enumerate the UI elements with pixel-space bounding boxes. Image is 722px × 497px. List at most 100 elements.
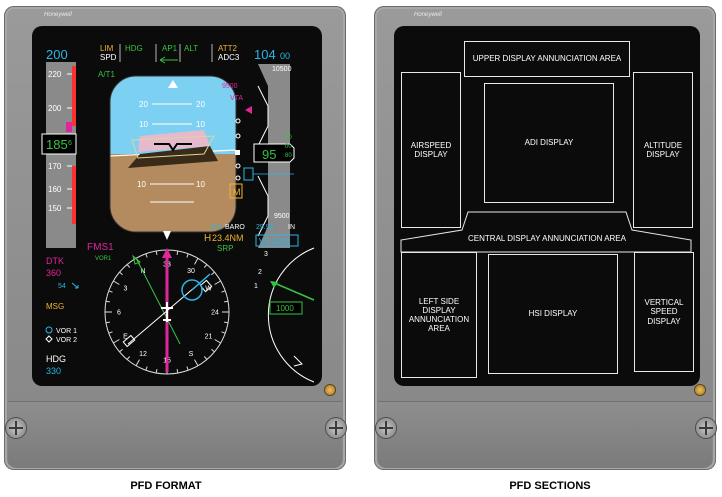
altitude-selected: 104 (254, 47, 276, 62)
pitch-label-up-10-right: 10 (196, 120, 205, 129)
fma-vertical: ALT (184, 44, 198, 53)
central-display-annunciation-area: CENTRAL DISPLAY ANNUNCIATION AREA (468, 234, 626, 244)
vs-scale-top: 3 (264, 251, 268, 258)
bezel-bottom-strip (8, 401, 342, 468)
airspeed-selected: 200 (46, 47, 68, 62)
vor2-legend-icon (45, 335, 53, 343)
hsi-compass: 3330W2421S1512E63N (104, 231, 230, 375)
fma-adc: ADC3 (218, 53, 240, 62)
compass-label: E (123, 334, 128, 341)
compass-tick (145, 366, 148, 371)
vor1-legend-icon (45, 326, 53, 334)
legend-vor2: VOR 2 (56, 337, 77, 344)
pfd-sections-bezel: Honeywell UPPER DISPLAY ANNUNCIATION ARE… (374, 6, 716, 470)
vertical-speed-indicator: 3 2 1 1000 (254, 247, 315, 383)
attitude-indicator: 20 10 10 20 10 10 9500 VTA M (109, 75, 252, 233)
hsi-aircraft-icon (161, 302, 173, 322)
airspeed-tick-220: 220 (48, 70, 62, 79)
screw-icon (696, 418, 716, 438)
compass-tick (194, 258, 199, 265)
compass-tick (221, 331, 226, 334)
hsi-display-area: HSI DISPLAY (488, 254, 618, 374)
screw-icon (326, 418, 346, 438)
compass-label: 3 (123, 286, 127, 293)
dme-prefix: H (204, 233, 211, 244)
compass-tick (113, 339, 120, 344)
compass-tick (126, 356, 131, 360)
lubber-line (163, 231, 171, 240)
altitude-tape: 10500 9500 95 20 00 80 (243, 64, 295, 248)
vor1-needle-icon (181, 279, 203, 301)
altitude-readout-box (253, 143, 295, 163)
dtk-value: 360 (46, 268, 61, 278)
compass-tick (224, 321, 229, 324)
baro-unit: IN (288, 224, 295, 231)
adi-display-area: ADI DISPLAY (484, 83, 614, 203)
vs-readout: 1000 (276, 304, 294, 313)
airspeed-tape: 220 200 170 160 150 185 6 (41, 62, 77, 248)
upper-display-annunciation-area: UPPER DISPLAY ANNUNCIATION AREA (464, 41, 630, 77)
fma-autothrottle: A/T1 (98, 70, 115, 79)
compass-tick (119, 271, 123, 276)
altitude-tape-top: 10500 (272, 66, 292, 73)
brand-label: Honeywell (44, 12, 72, 18)
compass-label: 24 (211, 310, 219, 317)
aircraft-symbol (154, 143, 192, 152)
flight-mode-annunciator: LIM SPD HDG AP1 ALT ATT2 ADC3 A/T1 (98, 44, 240, 79)
hdg-label: HDG (46, 354, 66, 364)
pitch-label-down-10-right: 10 (196, 180, 205, 189)
baro-label: BARO (225, 224, 245, 231)
compass-tick (186, 253, 189, 258)
pitch-label-up-20: 20 (139, 100, 148, 109)
adi-ground (110, 154, 236, 232)
legend-vor1: VOR 1 (56, 328, 77, 335)
dme-value: 23.4NM (212, 233, 244, 243)
compass-label: 12 (139, 351, 147, 358)
pfd-graphic: 220 200 170 160 150 185 6 200 LIM SPD HD… (41, 44, 315, 383)
msg-label: MSG (46, 302, 64, 311)
compass-label: S (189, 351, 194, 358)
compass-tick (221, 290, 226, 293)
compass-tick (211, 348, 215, 353)
compass-tick (119, 348, 123, 353)
altitude-digit-3: 80 (285, 153, 292, 159)
vs-preselect-box (255, 234, 299, 247)
altitude-digit-2: 00 (285, 144, 292, 150)
pitch-label-up-10: 10 (139, 120, 148, 129)
compass-tick (214, 339, 221, 344)
compass-tick (224, 300, 229, 303)
vs-scale-1: 1 (254, 283, 258, 290)
vs-needle-icon (270, 281, 278, 288)
compass-tick (211, 271, 215, 276)
brand-label: Honeywell (414, 12, 442, 18)
screw-icon (6, 418, 26, 438)
wind-value: 54 (58, 283, 66, 290)
vs-value: 1000 (272, 237, 290, 246)
compass-label: 6 (117, 310, 121, 317)
airspeed-trend: 6 (68, 140, 72, 147)
compass-tick (176, 369, 179, 374)
altitude-selected-sub: 00 (280, 51, 290, 61)
fma-lateral: HDG (125, 44, 143, 53)
caption-pfd-sections: PFD SECTIONS (509, 480, 591, 492)
compass-tick (194, 359, 199, 366)
vs-scale-2: 2 (258, 269, 262, 276)
compass-tick (108, 331, 113, 334)
fma-autopilot: AP1 (162, 44, 178, 53)
srp-label: SRP (217, 244, 233, 253)
brightness-knob[interactable] (325, 385, 335, 395)
hdg-value: 330 (46, 366, 61, 376)
dtk-label: DTK (46, 256, 64, 266)
compass-tick (126, 264, 131, 268)
compass-tick (135, 359, 140, 366)
altitude-display-area: ALTITUDE DISPLAY (633, 72, 693, 228)
brightness-knob[interactable] (695, 385, 705, 395)
wind-arrow-icon (71, 282, 79, 289)
airspeed-tick-170: 170 (48, 162, 62, 171)
compass-tick (155, 250, 158, 255)
nav-source-sub: VOR1 (95, 256, 112, 262)
fma-speed-sub: SPD (100, 53, 117, 62)
vs-label: VS (259, 237, 270, 246)
compass-tick (105, 321, 110, 324)
nav-source: FMS1 (87, 242, 114, 253)
